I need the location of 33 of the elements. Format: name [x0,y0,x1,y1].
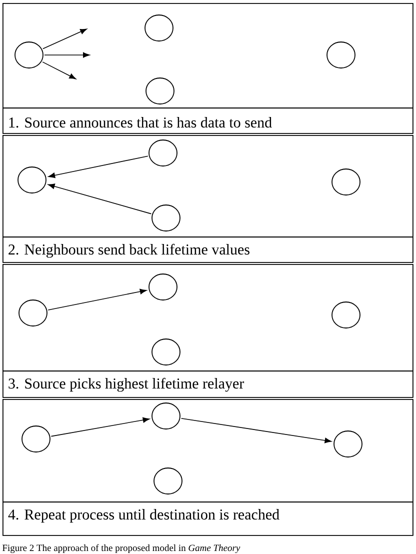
node-circle [152,338,180,366]
node-circle [152,402,180,430]
node-circle [152,204,180,232]
node-circle [18,166,46,194]
node-circle [326,42,356,68]
arrow [42,62,76,80]
node-circle [14,42,44,68]
step-text: 2. Neighbours send back lifetime values [8,244,250,258]
arrow [42,28,87,50]
arrow [48,156,148,178]
node-circle [148,274,178,300]
arrow [44,52,90,58]
panel-box [2,264,414,398]
panel-box [2,3,414,134]
node-circle [146,78,174,104]
node-circle [18,300,48,326]
step-text: 3. Source picks highest lifetime relayer [8,378,244,392]
node-circle [154,468,182,494]
panel-box [2,399,414,536]
step-text: 1. Source announces that is has data to send [9,117,272,128]
figure-caption: Figure 2 The approach of the proposed model in Game Theory [2,544,240,554]
panel-box [2,135,414,263]
node-circle [334,430,362,458]
arrow [48,184,152,214]
arrow [50,417,150,437]
step-text: 4. Repeat process until destination is reached [8,509,280,523]
arrow [48,288,147,310]
arrow [180,418,332,444]
node-circle [332,302,360,328]
node-circle [332,168,360,196]
node-circle [148,140,178,166]
node-circle [22,426,50,452]
node-circle [144,14,174,42]
